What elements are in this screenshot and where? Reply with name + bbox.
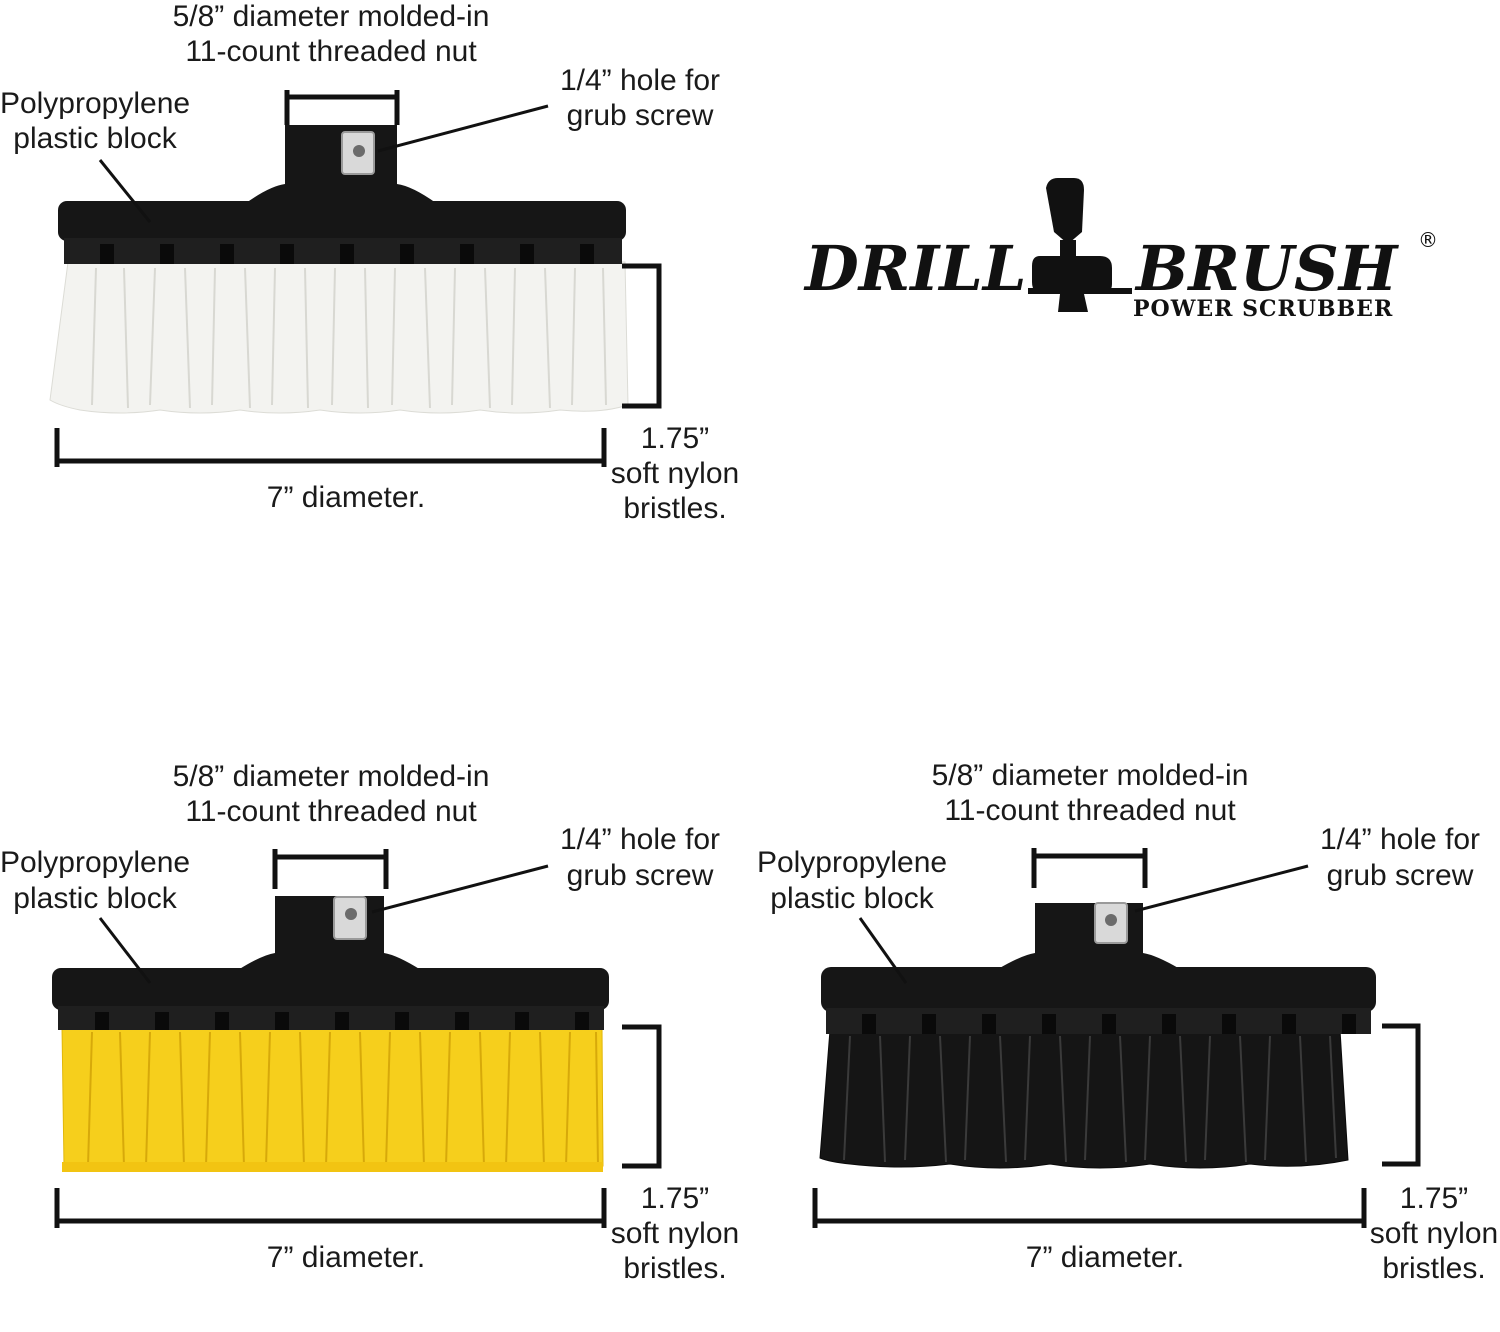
height-label-line1: 1.75” [1400, 1182, 1468, 1215]
block-label-line2: plastic block [770, 882, 934, 915]
hole-leader-line [371, 864, 549, 914]
bristle-mass [819, 1029, 1349, 1169]
dimension-lines [54, 90, 662, 467]
registered-mark: ® [1418, 228, 1438, 252]
bristle-height-bracket [622, 263, 662, 409]
hub-body [998, 903, 1180, 969]
dimension-lines [54, 849, 662, 1228]
nut-label-line2: 11-count threaded nut [185, 35, 477, 68]
nut-label-line1: 5/8” diameter molded-in [173, 0, 490, 33]
nut-label-line1: 5/8” diameter molded-in [173, 760, 490, 793]
height-label-line3: bristles. [623, 492, 726, 525]
bristles [61, 1026, 604, 1172]
hole-label-line2: grub screw [567, 859, 714, 892]
nut-label-line1: 5/8” diameter molded-in [932, 759, 1249, 792]
plastic-block [52, 968, 609, 1030]
nut-label-line2: 11-count threaded nut [185, 795, 477, 828]
block-label-line2: plastic block [13, 882, 177, 915]
grub-screw-hole [1105, 914, 1117, 926]
grub-screw-hole [345, 908, 357, 920]
bristle-mass [61, 1026, 604, 1167]
bristle-tufts [87, 1031, 599, 1167]
threaded-hub [246, 125, 436, 203]
diameter-bracket [54, 1188, 607, 1228]
brush-yellow: 5/8” diameter molded-in 11-count threade… [0, 760, 739, 1285]
hole-leader-line [377, 104, 549, 153]
diameter-bracket [54, 428, 607, 467]
block-label-line1: Polypropylene [757, 846, 947, 879]
plastic-block [58, 201, 626, 264]
logo-brand-right: BRUSH [1134, 232, 1400, 305]
logo-tagline: POWER SCRUBBER [1133, 296, 1393, 322]
bristle-height-bracket [1382, 1023, 1421, 1167]
brush-black: 5/8” diameter molded-in 11-count threade… [757, 759, 1498, 1285]
block-teeth [58, 1006, 604, 1030]
grub-screw-hole [353, 145, 365, 157]
block-teeth-gaps [862, 1014, 1356, 1034]
block-leader-line [858, 917, 908, 984]
nut-label-line2: 11-count threaded nut [944, 794, 1236, 827]
bristle-tips [62, 1162, 603, 1172]
diameter-bracket [812, 1188, 1367, 1228]
nut-width-bracket [1031, 848, 1148, 888]
block-label-line1: Polypropylene [0, 846, 190, 879]
logo-brand-left: DRILL [803, 232, 1026, 305]
height-label-line2: soft nylon [1370, 1217, 1498, 1250]
height-label-line2: soft nylon [611, 457, 739, 490]
block-top [52, 968, 609, 1010]
height-label-line2: soft nylon [611, 1217, 739, 1250]
bristle-height-bracket [622, 1024, 662, 1169]
block-label-line2: plastic block [13, 122, 177, 155]
hole-label-line1: 1/4” hole for [560, 823, 720, 856]
hole-leader-line [1134, 864, 1309, 913]
bristle-mass [49, 261, 629, 414]
block-leader-line [98, 917, 152, 984]
block-top [821, 967, 1376, 1012]
threaded-hub [998, 902, 1180, 969]
bristle-tufts [91, 267, 607, 409]
threaded-hub [238, 896, 421, 970]
block-top [58, 201, 626, 241]
bristles [819, 1029, 1349, 1169]
bristle-tufts [843, 1035, 1337, 1163]
height-label-line3: bristles. [1382, 1252, 1485, 1285]
hole-label-line2: grub screw [1327, 859, 1474, 892]
nut-width-bracket [284, 90, 400, 125]
hole-label-line2: grub screw [567, 99, 714, 132]
plastic-block [821, 967, 1376, 1034]
hole-label-line1: 1/4” hole for [1320, 823, 1480, 856]
drillbrush-logo: DRILL BRUSH POWER SCRUBBER ® [803, 178, 1438, 322]
block-leader-line [98, 159, 152, 223]
block-teeth-gaps [100, 244, 594, 264]
hole-label-line1: 1/4” hole for [560, 64, 720, 97]
diameter-label: 7” diameter. [267, 481, 425, 514]
hub-body [238, 896, 421, 970]
dimension-lines [812, 848, 1421, 1228]
diameter-label: 7” diameter. [1026, 1241, 1184, 1274]
nut-width-bracket [272, 849, 389, 889]
bristles [49, 261, 629, 414]
diameter-label: 7” diameter. [267, 1241, 425, 1274]
drill-icon [1028, 178, 1132, 312]
height-label-line3: bristles. [623, 1252, 726, 1285]
brush-white: 5/8” diameter molded-in 11-count threade… [0, 0, 739, 525]
block-teeth-gaps [95, 1012, 589, 1030]
block-label-line1: Polypropylene [0, 87, 190, 120]
height-label-line1: 1.75” [641, 1182, 709, 1215]
height-label-line1: 1.75” [641, 422, 709, 455]
block-teeth [826, 1008, 1371, 1034]
